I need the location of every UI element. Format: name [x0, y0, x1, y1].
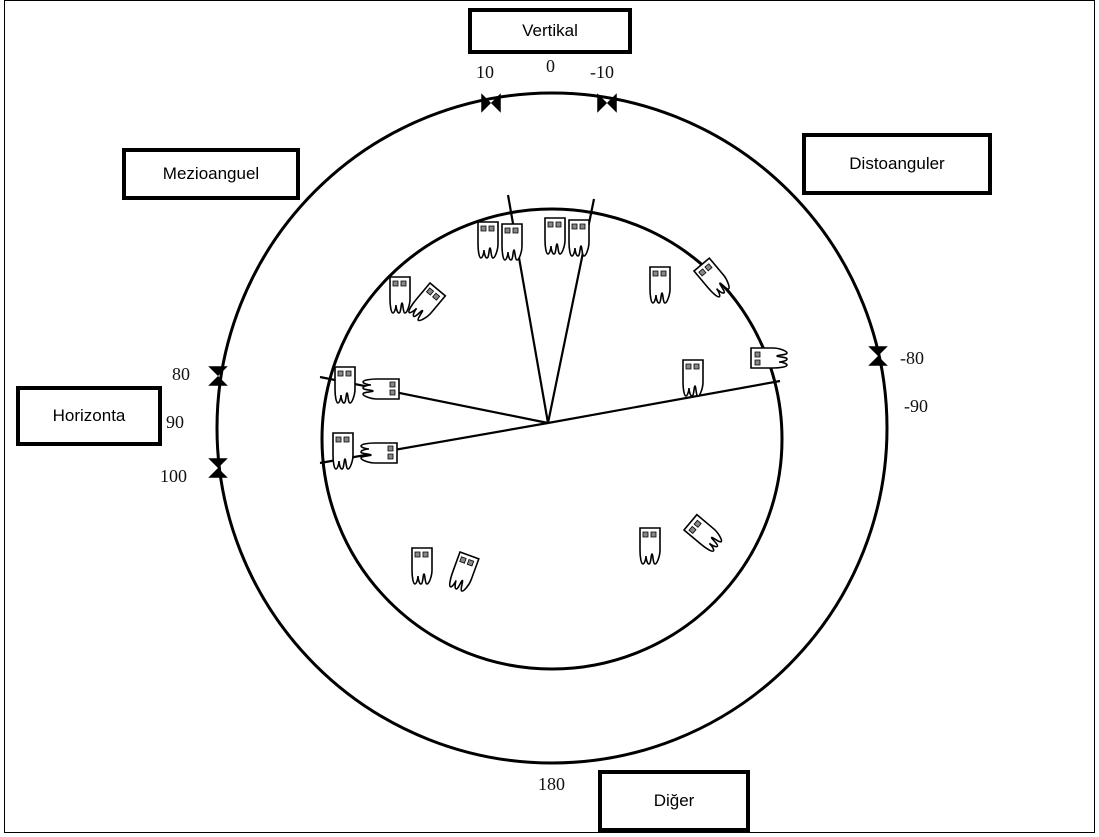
tooth-mesioangular: [389, 276, 447, 325]
outer-circle: [215, 91, 889, 765]
angle-label-minus90: -90: [904, 396, 928, 416]
tooth-horizontal-lower: [332, 432, 398, 470]
angle-label-90: 90: [166, 412, 184, 432]
tooth-distoangular: [649, 257, 734, 304]
angle-label-minus80: -80: [900, 348, 924, 368]
inner-circle: [320, 207, 784, 671]
tooth-vertical-left: [477, 221, 523, 261]
angle-label-minus10: -10: [590, 62, 614, 82]
tooth-horizontal-upper: [334, 366, 400, 404]
tooth-other-right: [639, 513, 726, 565]
label-horizontal: Horizonta: [16, 386, 162, 446]
angle-label-100: 100: [160, 466, 187, 486]
angle-label-80: 80: [172, 364, 190, 384]
label-mesioangular: Mezioanguel: [122, 148, 300, 200]
tick-markers: [208, 93, 888, 478]
figure-frame: [4, 0, 1095, 833]
tooth-vertical-right: [544, 217, 590, 257]
angle-label-180: 180: [538, 774, 565, 794]
label-vertical: Vertikal: [468, 8, 632, 54]
angle-label-0: 0: [546, 56, 555, 76]
label-distoangular: Distoanguler: [802, 133, 992, 195]
angle-label-10: 10: [476, 62, 494, 82]
label-other: Diğer: [598, 770, 750, 832]
tooth-other-left: [411, 547, 480, 594]
